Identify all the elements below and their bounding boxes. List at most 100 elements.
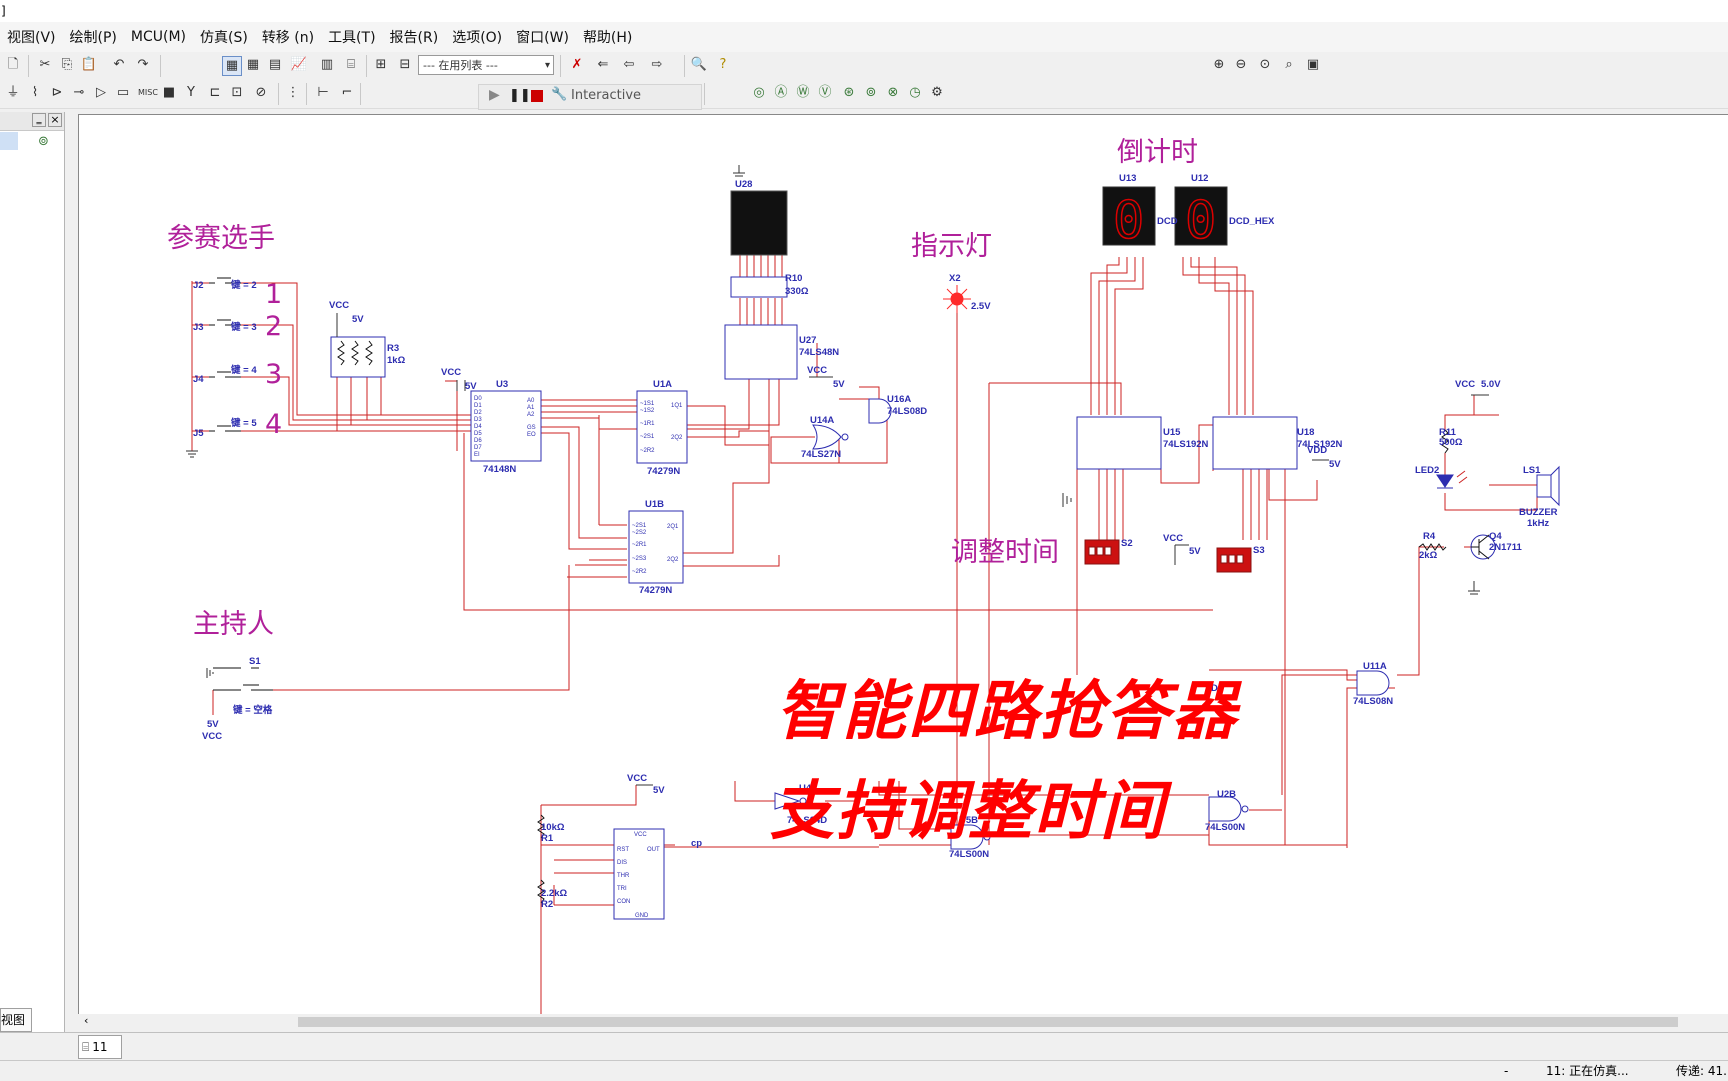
u28-segment-display[interactable] bbox=[730, 190, 788, 256]
clock-probe-icon[interactable]: ◷ bbox=[909, 85, 921, 100]
design-refresh-icon[interactable]: ⊚ bbox=[38, 134, 49, 149]
print-preview-icon[interactable]: 🗋 bbox=[7, 57, 19, 72]
probe-icon[interactable]: ⊛ bbox=[843, 85, 855, 100]
backannotate-icon[interactable]: ⇐ bbox=[597, 57, 609, 72]
close-panel-icon[interactable]: × bbox=[48, 113, 62, 127]
database-icon[interactable]: ▥ bbox=[320, 57, 334, 72]
new-subcircuit-icon[interactable]: ⊟ bbox=[399, 57, 411, 72]
grapher-icon[interactable]: 📈 bbox=[290, 57, 308, 72]
settings-gear-icon[interactable]: ⚙ bbox=[931, 85, 943, 100]
components bbox=[186, 165, 1560, 920]
u11a-type: 74LS08N bbox=[1353, 696, 1393, 707]
misc-digital-icon[interactable]: MISC bbox=[138, 88, 158, 97]
find-examples-icon[interactable]: 🔍 bbox=[690, 57, 708, 72]
view-tab[interactable]: 视图 bbox=[0, 1008, 32, 1032]
u4a-inverter[interactable] bbox=[774, 792, 801, 810]
timer-555-chip[interactable] bbox=[613, 828, 665, 920]
cut-icon[interactable]: ✂ bbox=[39, 57, 51, 72]
u18-counter-chip[interactable] bbox=[1212, 416, 1298, 470]
place-probe-icon[interactable]: ⊘ bbox=[255, 85, 267, 100]
u1b-latch-chip[interactable] bbox=[628, 510, 684, 584]
u27-decoder-chip[interactable] bbox=[724, 324, 798, 380]
hierarchy-icon[interactable]: ⊞ bbox=[375, 57, 387, 72]
scroll-left-icon[interactable]: ‹ bbox=[84, 1014, 89, 1027]
r3-resistor-pack[interactable] bbox=[330, 336, 386, 378]
menu-mcu[interactable]: MCU(M) bbox=[130, 29, 186, 45]
analog-icon[interactable]: ▷ bbox=[96, 85, 106, 100]
menu-draw[interactable]: 绘制(P) bbox=[69, 30, 117, 46]
copy-icon[interactable]: ⎘ bbox=[61, 57, 73, 72]
design-tab-11[interactable]: ⌸11 bbox=[78, 1035, 122, 1059]
in-use-list-select[interactable]: --- 在用列表 --- ▾ bbox=[418, 55, 554, 75]
u12-seven-segment-display[interactable] bbox=[1174, 186, 1228, 246]
ammeter-icon[interactable]: Ⓐ bbox=[774, 85, 788, 100]
undo-icon[interactable]: ↶ bbox=[113, 57, 125, 72]
pin-label: RPACK 7 bbox=[741, 327, 767, 333]
toolbar-separator bbox=[160, 55, 161, 77]
u14a-nor-gate[interactable] bbox=[812, 424, 842, 450]
diode-icon[interactable]: ⊳ bbox=[51, 85, 63, 100]
u14a-label: U14A bbox=[810, 415, 834, 426]
pause-simulation-icon[interactable]: ❚❚ bbox=[509, 88, 531, 103]
u15-counter-chip[interactable] bbox=[1076, 416, 1162, 470]
menu-transfer[interactable]: 转移 (n) bbox=[261, 30, 315, 46]
redo-icon[interactable]: ↷ bbox=[137, 57, 149, 72]
u2b-nand-gate[interactable] bbox=[1208, 796, 1242, 822]
oscilloscope-icon[interactable]: ◎ bbox=[753, 85, 765, 100]
electromechanical-icon[interactable]: ⊏ bbox=[209, 85, 221, 100]
stop-simulation-icon[interactable] bbox=[531, 90, 543, 102]
forward-annotate-icon[interactable]: ⇦ bbox=[623, 57, 635, 72]
transfer-icon[interactable]: ⇨ bbox=[651, 57, 663, 72]
erc-icon[interactable]: ✗ bbox=[571, 57, 583, 72]
schematic-canvas[interactable]: D0 D1 D2 D3 D4 D5 D6 D7 EI A0 A1 A2 GS E… bbox=[78, 114, 1728, 1018]
u3-encoder-chip[interactable] bbox=[470, 390, 542, 462]
help-icon[interactable]: ? bbox=[719, 57, 727, 72]
design-toolbox-icon[interactable]: ▦ bbox=[222, 56, 242, 76]
tree-item-selected[interactable] bbox=[0, 132, 18, 150]
component-wizard-icon[interactable]: ⌸ bbox=[347, 57, 355, 72]
u13-seven-segment-display[interactable] bbox=[1102, 186, 1156, 246]
wattmeter-icon[interactable]: Ⓦ bbox=[796, 85, 810, 100]
u1a-latch-chip[interactable] bbox=[636, 390, 688, 464]
canvas-horizontal-scrollbar[interactable]: ‹ bbox=[78, 1014, 1728, 1030]
transistor-icon[interactable]: ⊸ bbox=[73, 85, 85, 100]
place-wire-icon[interactable]: ⌐ bbox=[341, 85, 353, 100]
u11a-and-gate[interactable] bbox=[1356, 670, 1390, 696]
zoom-area-icon[interactable]: ⊙ bbox=[1259, 57, 1271, 72]
source-icon[interactable]: ⏚ bbox=[6, 85, 20, 100]
fullscreen-icon[interactable]: ▣ bbox=[1306, 57, 1320, 72]
minimize-panel-icon[interactable]: ‗ bbox=[32, 113, 46, 127]
r4-label: R4 bbox=[1423, 531, 1436, 542]
grid-icon[interactable]: ▦ bbox=[246, 57, 260, 72]
scrollbar-thumb[interactable] bbox=[298, 1017, 1678, 1027]
menu-help[interactable]: 帮助(H) bbox=[582, 30, 633, 46]
basic-component-icon[interactable]: ⌇ bbox=[31, 85, 39, 100]
zoom-in-icon[interactable]: ⊕ bbox=[1213, 57, 1225, 72]
schematic-drawing[interactable]: D0 D1 D2 D3 D4 D5 D6 D7 EI A0 A1 A2 GS E… bbox=[79, 115, 1728, 1017]
spreadsheet-icon[interactable]: ▤ bbox=[268, 57, 282, 72]
r10-resistor-pack[interactable] bbox=[730, 276, 788, 298]
u16a-and-gate[interactable] bbox=[868, 398, 892, 424]
ls1-buzzer[interactable] bbox=[1536, 474, 1552, 498]
voltmeter-icon[interactable]: Ⓥ bbox=[818, 85, 832, 100]
menu-view[interactable]: 视图(V) bbox=[7, 30, 56, 46]
run-simulation-icon[interactable]: ▶ bbox=[489, 87, 500, 103]
interactive-mode-label[interactable]: Interactive bbox=[571, 88, 642, 103]
menu-window[interactable]: 窗口(W) bbox=[516, 30, 569, 46]
zoom-out-icon[interactable]: ⊖ bbox=[1235, 57, 1247, 72]
paste-icon[interactable]: 📋 bbox=[80, 57, 98, 72]
zoom-sheet-icon[interactable]: ⌕ bbox=[1285, 57, 1293, 72]
mixed-icon[interactable]: ■ bbox=[162, 85, 176, 100]
mcu-icon[interactable]: ⊡ bbox=[231, 85, 243, 100]
menu-options[interactable]: 选项(O) bbox=[452, 30, 503, 46]
place-bus-icon[interactable]: ⋮ bbox=[286, 85, 300, 100]
logic-analyzer-icon[interactable]: ⊚ bbox=[865, 85, 877, 100]
u5b-nand-gate[interactable] bbox=[950, 824, 984, 850]
menu-tools[interactable]: 工具(T) bbox=[328, 30, 376, 46]
rf-icon[interactable]: Y bbox=[187, 85, 195, 100]
menu-reports[interactable]: 报告(R) bbox=[389, 30, 439, 46]
current-probe-icon[interactable]: ⊗ bbox=[887, 85, 899, 100]
ttl-icon[interactable]: ▭ bbox=[116, 85, 130, 100]
menu-simulate[interactable]: 仿真(S) bbox=[200, 30, 248, 46]
place-junction-icon[interactable]: ⊢ bbox=[317, 85, 329, 100]
